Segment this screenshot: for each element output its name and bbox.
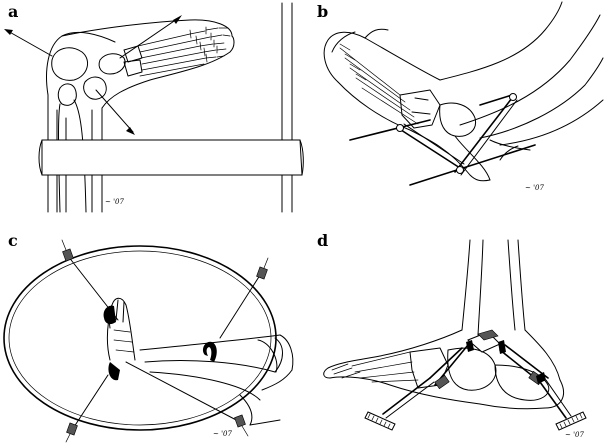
panel-label-c: c: [8, 231, 18, 250]
signature-c: ~ '07: [213, 430, 232, 438]
signature-a: ~ '07: [105, 198, 124, 206]
panel-label-d: d: [317, 231, 328, 250]
panel-d: d: [317, 231, 587, 439]
panel-label-a: a: [8, 2, 18, 21]
panel-b: b: [317, 1, 604, 192]
signature-b: ~ '07: [525, 184, 544, 192]
panel-a: a: [4, 2, 304, 213]
signature-d: ~ '07: [565, 431, 584, 439]
panel-c: c ~ '07: [3, 231, 294, 443]
panel-label-b: b: [317, 2, 328, 21]
